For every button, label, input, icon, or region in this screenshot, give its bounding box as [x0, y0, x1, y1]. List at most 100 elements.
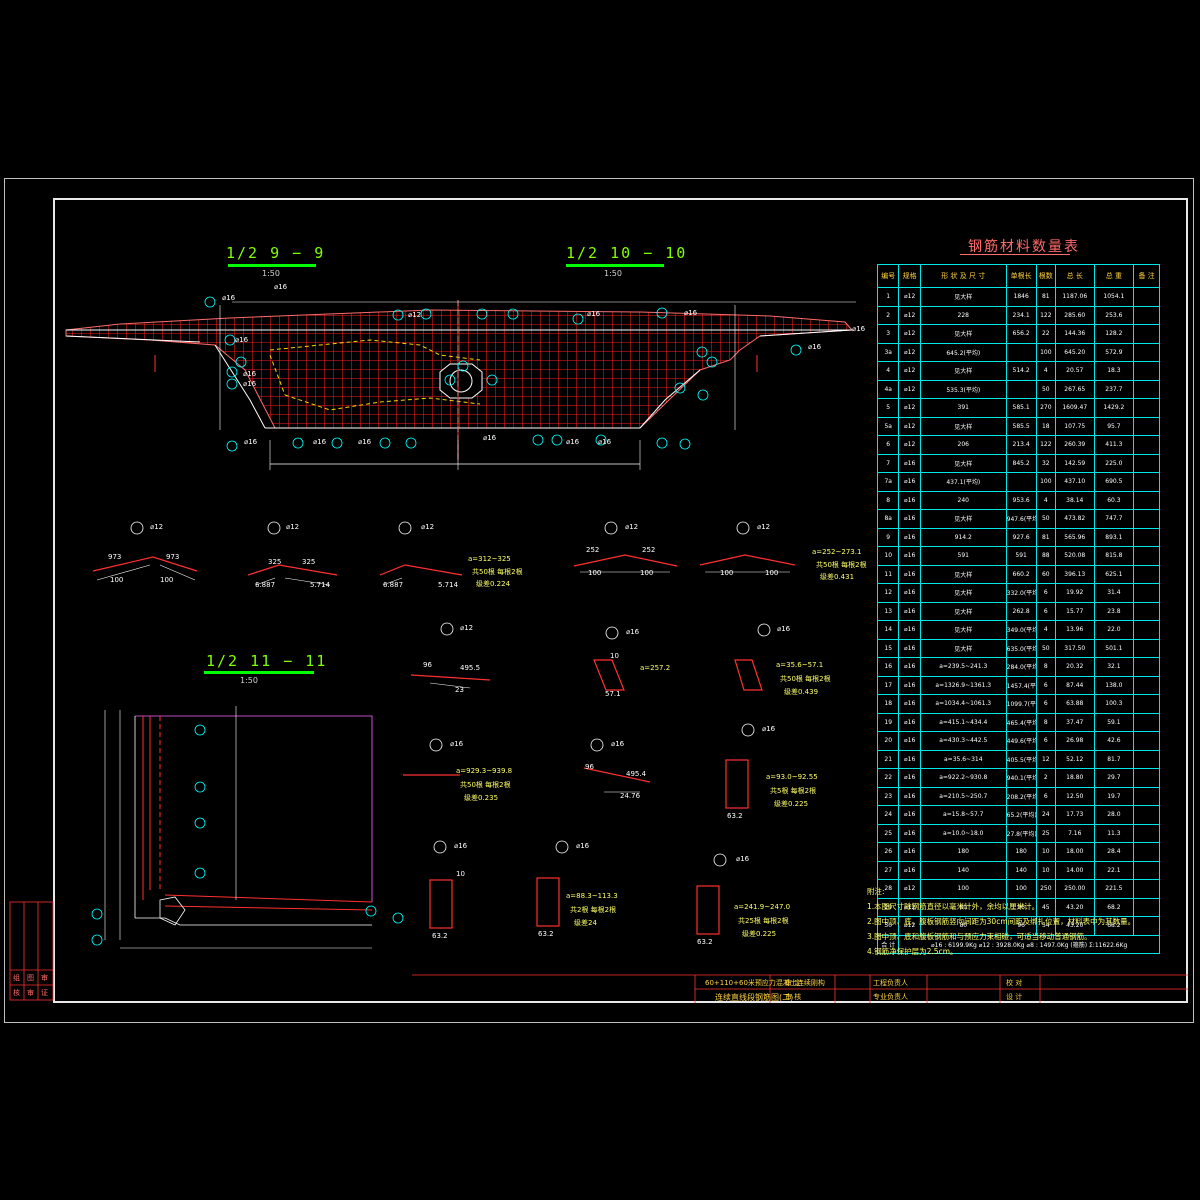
shape-cell: 140: [919, 860, 1007, 880]
detail-note: 级差0.225: [742, 930, 777, 938]
table-cell: 59.1: [1093, 712, 1135, 732]
table-cell: 20.57: [1054, 361, 1095, 381]
table-cell: [1005, 342, 1037, 362]
table-cell: 23: [876, 786, 900, 806]
table-cell: 8: [1035, 712, 1056, 732]
table-cell: [1133, 638, 1160, 658]
table-cell: ⌀16: [898, 657, 921, 677]
bar-label: ⌀16: [566, 438, 580, 446]
total-label: 合 计: [876, 934, 900, 954]
table-cell: [1133, 860, 1160, 880]
shape-cell: 见大样: [919, 564, 1007, 584]
table-cell: 18.80: [1054, 768, 1095, 788]
shape-cell: a=922.2~930.8: [919, 768, 1007, 788]
table-cell: [1133, 305, 1160, 325]
table-cell: 332.0(平均): [1005, 583, 1037, 603]
dim-label: 252: [586, 546, 600, 554]
shape-cell: 535.3(平均): [919, 379, 1007, 399]
table-cell: 11: [876, 564, 900, 584]
table-cell: 8: [876, 490, 900, 510]
table-cell: 2: [1035, 768, 1056, 788]
shape-cell: 见大样: [919, 601, 1007, 621]
col-header: 根数: [1035, 264, 1056, 288]
table-cell: ⌀16: [898, 675, 921, 695]
dim-label: 24.76: [620, 792, 641, 800]
detail-note: a=252~273.1: [812, 548, 862, 556]
table-cell: [1133, 287, 1160, 307]
dim-label: 10: [610, 652, 619, 660]
table-cell: [1133, 601, 1160, 621]
table-row: 17⌀16a=1326.9~1361.31457.4(平均)687.44138.…: [876, 675, 1160, 695]
table-cell: 237.7: [1093, 379, 1135, 399]
table-cell: [1133, 675, 1160, 695]
table-cell: 17.73: [1054, 805, 1095, 825]
shape-cell: a=430.3~442.5: [919, 731, 1007, 751]
detail-note: 共2根 每根2根: [570, 906, 617, 914]
table-cell: 465.4(平均): [1005, 712, 1037, 732]
table-cell: 572.9: [1093, 342, 1135, 362]
table-cell: [1133, 694, 1160, 714]
shape-cell: 228: [919, 305, 1007, 325]
table-cell: 234.1: [1005, 305, 1037, 325]
table-cell: 815.8: [1093, 546, 1135, 566]
shape-cell: 见大样: [919, 583, 1007, 603]
shape-cell: a=1034.4~1061.3: [919, 694, 1007, 714]
table-cell: ⌀16: [898, 823, 921, 843]
table-cell: 100: [1035, 342, 1056, 362]
table-cell: 656.2: [1005, 324, 1037, 344]
note-item: 2.图中顶、底、腹板钢筋竖向间距为30cm间距及绑扎位置，材料表中为其数量。: [867, 917, 1136, 926]
table-cell: 128.2: [1093, 324, 1135, 344]
table-cell: 405.5(平均): [1005, 749, 1037, 769]
table-cell: 180: [1005, 842, 1037, 862]
dim-label: 63.2: [727, 812, 743, 820]
table-cell: 20: [876, 731, 900, 751]
table-cell: 927.6: [1005, 527, 1037, 547]
dim-label: 6.887: [383, 581, 404, 589]
shape-cell: a=15.8~57.7: [919, 805, 1007, 825]
stamp-label: 证: [41, 989, 48, 997]
project-name: 60+110+60米预应力混凝土连续刚构: [705, 979, 825, 987]
role-label: 工程负责人: [873, 979, 908, 987]
table-cell: 7: [876, 453, 900, 473]
table-cell: 6: [1035, 675, 1056, 695]
dim-label: 63.2: [432, 932, 448, 940]
table-cell: 13: [876, 601, 900, 621]
table-cell: 1: [876, 287, 900, 307]
shape-cell: 见大样: [919, 416, 1007, 436]
table-cell: ⌀16: [898, 712, 921, 732]
table-cell: 1846: [1005, 287, 1037, 307]
table-cell: 19.92: [1054, 583, 1095, 603]
table-cell: [1133, 453, 1160, 473]
inner-frame: [53, 198, 1188, 1003]
table-cell: ⌀12: [898, 361, 921, 381]
table-cell: [1133, 324, 1160, 344]
bar-label: ⌀16: [358, 438, 372, 446]
table-cell: 20.32: [1054, 657, 1095, 677]
bar-label: ⌀16: [243, 370, 257, 378]
dim-label: 57.1: [605, 690, 621, 698]
table-cell: 29.7: [1093, 768, 1135, 788]
table-cell: 22: [876, 768, 900, 788]
detail-bar-label: ⌀12: [421, 523, 435, 531]
table-cell: 18.00: [1054, 842, 1095, 862]
table-cell: ⌀16: [898, 546, 921, 566]
dim-label: 495.5: [460, 664, 481, 672]
table-cell: 6: [876, 435, 900, 455]
table-cell: ⌀16: [898, 490, 921, 510]
table-cell: 42.6: [1093, 731, 1135, 751]
shape-cell: a=35.6~314: [919, 749, 1007, 769]
table-cell: 81: [1035, 527, 1056, 547]
table-cell: 22.0: [1093, 620, 1135, 640]
col-header: 总 重: [1093, 264, 1135, 288]
shape-cell: a=10.0~18.0: [919, 823, 1007, 843]
role-label: 设 计: [1006, 993, 1023, 1001]
